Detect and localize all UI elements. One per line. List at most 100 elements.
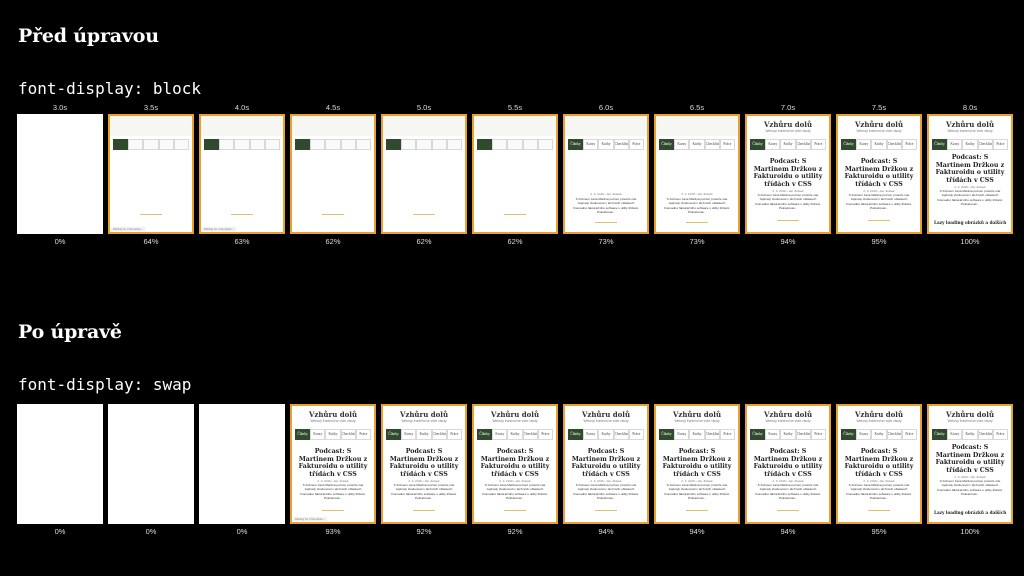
- thumb-nav: [204, 139, 281, 150]
- thumb-logo: Vzhůru dolů: [945, 120, 995, 129]
- thumb-nav-item: [173, 139, 190, 150]
- thumb-headline: Podcast: S Martinem Držkou z Fakturoidu …: [753, 158, 823, 188]
- frame-visual-progress: 94%: [598, 527, 614, 536]
- thumb-nav-item: Články: [932, 429, 948, 440]
- thumb-meta: 2. 3. 2019 • Jan Jirásek: [772, 479, 804, 483]
- frame-time: 3.5s: [143, 103, 159, 112]
- thumb-divider: [504, 510, 526, 511]
- frame-time: 8.0s: [962, 103, 978, 112]
- thumb-meta: 2. 3. 2019 • Jan Jirásek: [772, 189, 804, 193]
- frame-thumbnail: [472, 114, 558, 234]
- thumb-divider: [413, 510, 435, 511]
- thumb-nav-item: Práce: [628, 429, 645, 440]
- thumb-meta: 2. 3. 2019 • Jan Jirásek: [499, 479, 531, 483]
- frame-visual-progress: 94%: [780, 237, 796, 246]
- thumb-headline: Podcast: S Martinem Držkou z Fakturoidu …: [571, 448, 641, 478]
- thumb-header-bar: [474, 116, 556, 136]
- frame-visual-progress: 62%: [507, 237, 523, 246]
- thumb-nav-item: Checklist: [613, 429, 629, 440]
- thumb-nav-item: Kurzy: [856, 429, 872, 440]
- frame-visual-progress: 95%: [871, 527, 887, 536]
- code-label-after: font-display: swap: [18, 375, 192, 394]
- thumb-tagline: Webový frontend se vším všudy: [765, 419, 811, 423]
- thumb-nav-item: [416, 139, 432, 150]
- thumb-body: S Kolínem Jana Martina pozval, protože n…: [755, 483, 821, 501]
- thumb-nav-item: Knihy: [962, 429, 978, 440]
- thumb-loading-status: Waiting for vzhurudolu...: [202, 227, 237, 231]
- frame-thumbnail: [17, 114, 103, 234]
- thumb-nav-item: Práce: [719, 139, 736, 150]
- frame-visual-progress: 92%: [507, 527, 523, 536]
- thumb-nav-item: [264, 139, 281, 150]
- thumb-tagline: Webový frontend se vším všudy: [583, 419, 629, 423]
- thumb-nav-item: Kurzy: [401, 429, 417, 440]
- thumb-next-article: Lazy loading obrázků a dalších: [934, 510, 1007, 515]
- thumb-tagline: Webový frontend se vším všudy: [947, 129, 993, 133]
- thumb-nav-item: Články: [477, 429, 493, 440]
- thumb-nav-item: Checklist: [340, 429, 356, 440]
- frame-visual-progress: 62%: [416, 237, 432, 246]
- thumb-divider: [140, 214, 162, 215]
- thumb-nav-item: Práce: [446, 429, 463, 440]
- thumb-meta: 2. 3. 2019 • Jan Jirásek: [681, 192, 713, 196]
- thumb-nav-item: Články: [659, 139, 675, 150]
- frame-visual-progress: 0%: [145, 527, 157, 536]
- thumb-meta: 2. 3. 2019 • Jan Jirásek: [317, 479, 349, 483]
- thumb-logo: Vzhůru dolů: [945, 410, 995, 419]
- thumb-logo: Vzhůru dolů: [672, 410, 722, 419]
- thumb-body: S Kolínem Jana Martina pozval, protože n…: [664, 483, 730, 501]
- thumb-header-bar: [201, 116, 283, 136]
- thumb-body: S Kolínem Jana Martina pozval, protože n…: [664, 197, 730, 215]
- thumb-logo: Vzhůru dolů: [854, 410, 904, 419]
- thumb-nav: [113, 139, 190, 150]
- thumb-tagline: Webový frontend se vším všudy: [674, 419, 720, 423]
- section-heading-after: Po úpravě: [18, 321, 122, 343]
- thumb-nav-item: Práce: [810, 139, 827, 150]
- thumb-divider: [868, 220, 890, 221]
- frame-visual-progress: 100%: [960, 527, 980, 536]
- thumb-meta: 2. 3. 2019 • Jan Jirásek: [863, 479, 895, 483]
- frame-thumbnail: [17, 404, 103, 524]
- thumb-nav-item: Práce: [992, 139, 1009, 150]
- thumb-nav-item: Články: [841, 139, 857, 150]
- frame-visual-progress: 73%: [689, 237, 705, 246]
- thumb-nav-item: [507, 139, 523, 150]
- frame-visual-progress: 73%: [598, 237, 614, 246]
- thumb-logo: Vzhůru dolů: [399, 410, 449, 419]
- thumb-nav-item: [431, 139, 447, 150]
- code-label-before: font-display: block: [18, 79, 202, 98]
- thumb-nav-item: [401, 139, 417, 150]
- thumb-body: S Kolínem Jana Martina pozval, protože n…: [755, 193, 821, 211]
- thumb-meta: 2. 3. 2019 • Jan Jirásek: [590, 479, 622, 483]
- frame-time: 7.0s: [780, 103, 796, 112]
- thumb-nav-item: Práce: [901, 139, 918, 150]
- thumb-headline: Podcast: S Martinem Držkou z Fakturoidu …: [844, 448, 914, 478]
- thumb-nav-item: Kurzy: [492, 429, 508, 440]
- thumb-next-article: Lazy loading obrázků a dalších: [934, 220, 1007, 225]
- thumb-nav-item: Checklist: [977, 139, 993, 150]
- thumb-nav-item: Knihy: [689, 139, 705, 150]
- thumb-nav-item: Knihy: [780, 139, 796, 150]
- thumb-nav-item: Kurzy: [765, 139, 781, 150]
- thumb-meta: 2. 3. 2019 • Jan Jirásek: [863, 189, 895, 193]
- thumb-headline: Podcast: S Martinem Držkou z Fakturoidu …: [389, 448, 459, 478]
- frame-visual-progress: 94%: [689, 527, 705, 536]
